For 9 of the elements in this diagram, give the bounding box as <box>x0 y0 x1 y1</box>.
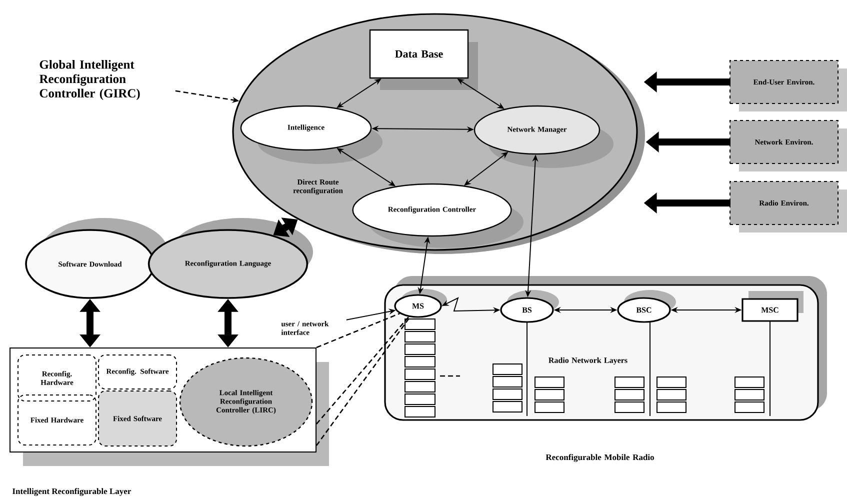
dashed-line <box>316 316 410 424</box>
text-label: Reconfigurable Mobile Radio <box>546 454 654 462</box>
dashed-line <box>316 312 400 348</box>
callout-label: Global Intelligent Reconfiguration Controller (GIRC) <box>39 60 140 100</box>
switching-box: MSC <box>742 291 804 322</box>
database-box: Data Base <box>369 29 478 90</box>
node-label: Intelligent Reconfigurable Layer <box>12 488 132 496</box>
dashed-line <box>316 316 410 446</box>
text-label: Radio Network Layers <box>548 357 628 365</box>
